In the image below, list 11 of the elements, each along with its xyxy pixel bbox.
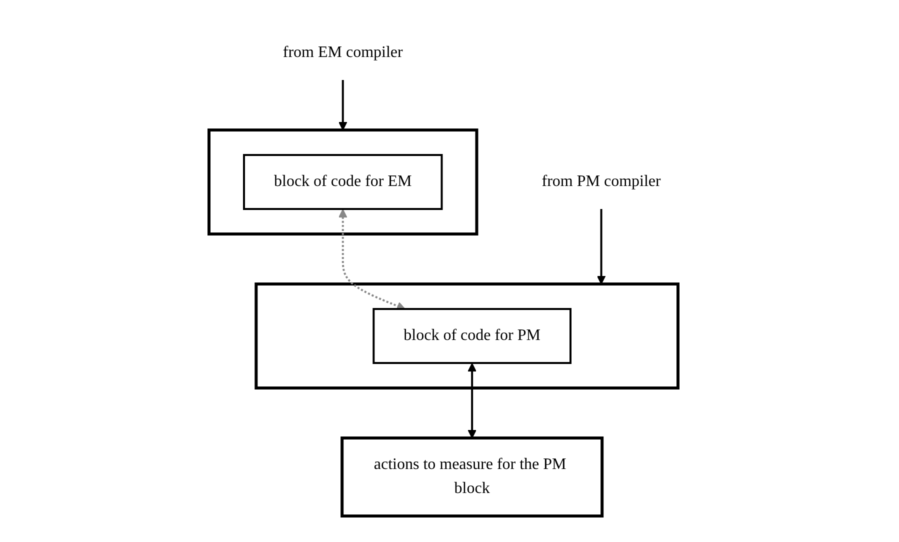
arrow <box>596 209 606 284</box>
cluster <box>254 282 680 390</box>
arrow <box>338 80 347 130</box>
node-box: actions to measure for the PM block <box>340 436 604 518</box>
cluster <box>207 128 478 236</box>
arrow <box>338 209 405 310</box>
arrow <box>467 363 476 438</box>
node-text: from PM compiler <box>541 173 660 190</box>
node-text: from EM compiler <box>282 44 402 61</box>
node-box: block of code for PM <box>372 308 572 364</box>
node-box: block of code for EM <box>242 154 442 210</box>
